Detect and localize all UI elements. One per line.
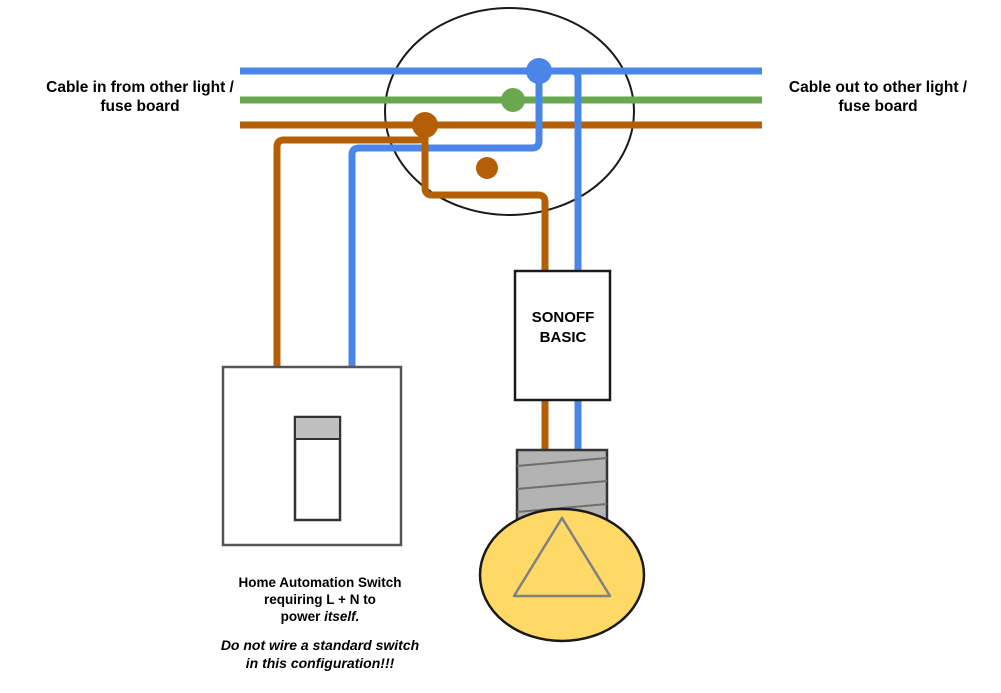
switched-live-node-dot [476, 157, 498, 179]
neutral-branch-to-switch [348, 71, 543, 368]
sonoff-basic-box [513, 269, 612, 402]
switch-caption-line1: Home Automation Switch [238, 575, 402, 590]
label-cable-in: Cable in from other light / fuse board [46, 79, 234, 116]
junction-box-circle [384, 7, 635, 216]
neutral-branch-to-sonoff [539, 67, 582, 278]
sonoff-basic-label: SONOFF BASIC [531, 309, 595, 346]
switch-warning-text: Do not wire a standard switch in this co… [220, 637, 420, 672]
switch-caption: Home Automation Switch requiring L + N t… [180, 575, 460, 626]
live-node-dot [412, 112, 438, 138]
bulb-filament [512, 516, 612, 598]
label-cable-out: Cable out to other light / fuse board [788, 79, 968, 116]
earth-node-dot [501, 88, 525, 112]
neutral-node-dot [526, 58, 552, 84]
bulb-glass [478, 507, 646, 643]
switch-rocker-top [296, 418, 339, 439]
switch-caption-line3-prefix: power [280, 608, 325, 624]
live-branch-to-sonoff [421, 125, 549, 278]
switch-caption-line2: requiring L + N to [264, 591, 376, 607]
switch-caption-line3-italic: itself. [324, 608, 360, 624]
